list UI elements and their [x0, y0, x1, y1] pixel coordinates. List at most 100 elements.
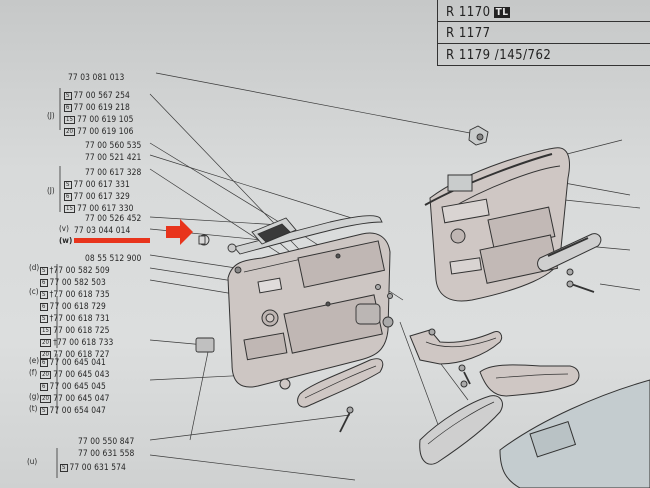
part-number-text: 77 00 521 421: [85, 152, 142, 162]
part-number-text: 77 00 645 041: [49, 357, 106, 367]
group-tag-v: (v): [59, 224, 69, 233]
part-number-text: 77 00 618 735: [53, 289, 110, 299]
group-tag-g: (g): [29, 392, 40, 401]
variant-badge: 20: [40, 371, 52, 379]
part-number-entry: S†77 00 582 509: [40, 265, 110, 275]
right-door-panel: [424, 147, 570, 302]
group-tag-t: (t): [29, 404, 38, 413]
part-number-text: 77 00 618 731: [53, 313, 110, 323]
part-number-text: 77 03 081 013: [68, 72, 125, 82]
highlight-underline: [74, 238, 150, 243]
part-number-text: 77 00 560 535: [85, 140, 142, 150]
group-tag-c: (c): [29, 287, 39, 296]
lower-door-panel: [499, 379, 650, 488]
variant-badge: 15: [64, 116, 76, 124]
dagger-mark: †: [49, 265, 54, 275]
part-number-entry: 77 00 550 847: [78, 436, 134, 446]
variant-badge: S: [40, 291, 48, 299]
part-number-text: 77 00 619 218: [73, 102, 130, 112]
variant-badge: 6: [64, 193, 72, 201]
group-brackets: [56, 88, 61, 478]
part-number-text: 77 00 582 509: [53, 265, 110, 275]
part-number-text: 77 00 618 729: [49, 301, 106, 311]
part-number-entry: 08 55 512 900: [85, 253, 141, 263]
part-number-entry: 77 03 081 013: [68, 72, 124, 82]
dagger-mark: †: [49, 313, 54, 323]
part-number-entry: 77 00 526 452: [85, 213, 141, 223]
tl-badge: TL: [493, 7, 511, 18]
part-number-text: 08 55 512 900: [85, 253, 142, 263]
part-number-text: 77 00 645 043: [53, 369, 110, 379]
variant-badge: 6: [40, 279, 48, 287]
part-number-text: 77 00 617 329: [73, 191, 130, 201]
dome-light-part: [468, 125, 489, 146]
part-number-text: 77 00 526 452: [85, 213, 142, 223]
variant-badge: 6: [40, 359, 48, 367]
part-number-entry: 77 00 631 558: [78, 448, 134, 458]
group-tag-e: (e): [29, 356, 40, 365]
highlight-arrow: [166, 219, 193, 245]
variant-badge: 20: [40, 339, 52, 347]
variant-badge: 20: [64, 128, 76, 136]
dagger-mark: †: [53, 337, 57, 347]
header-divider: [437, 21, 650, 22]
group-tag-j: (J): [47, 186, 55, 195]
part-number-entry: S†77 00 618 735: [40, 289, 110, 299]
header-divider: [437, 43, 650, 44]
door-tray-part: [419, 395, 503, 465]
variant-badge: 6: [40, 303, 48, 311]
part-number-text: 77 00 631 558: [78, 448, 135, 458]
variant-badge: 6: [40, 383, 48, 391]
group-tag-u: (u): [27, 457, 38, 466]
screw-parts: [339, 268, 595, 433]
part-number-text: 77 00 617 330: [77, 203, 134, 213]
variant-badge: S: [64, 181, 72, 189]
part-number-text: 77 00 619 105: [77, 114, 134, 124]
part-number-text: 77 00 617 328: [85, 167, 142, 177]
group-tag-d: (d): [29, 263, 40, 272]
model-row-3: R 1179 /145/762: [446, 48, 552, 63]
group-tag-w: (w): [59, 236, 73, 245]
variant-badge: 15: [40, 327, 52, 335]
part-number-text: 77 00 654 047: [49, 405, 106, 415]
variant-badge: 20: [40, 395, 52, 403]
variant-badge: S: [40, 315, 48, 323]
part-number-text: 77 00 645 047: [53, 393, 110, 403]
part-number-entry: 77 00 560 535: [85, 140, 141, 150]
group-tag-f: (f): [29, 368, 38, 377]
group-tag-j: (J): [47, 111, 55, 120]
part-number-text: 77 00 618 725: [53, 325, 110, 335]
part-number-text: 77 00 582 503: [49, 277, 106, 287]
variant-badge: 15: [64, 205, 76, 213]
window-seal-strip: [233, 215, 383, 255]
part-number-text: 77 00 567 254: [73, 90, 130, 100]
variant-badge: S: [60, 464, 68, 472]
part-number-entry: 20†77 00 618 733: [40, 337, 113, 347]
part-number-entry: 77 03 044 014: [74, 225, 130, 235]
part-number-entry: 77 00 521 421: [85, 152, 141, 162]
part-number-text: 77 00 618 733: [56, 337, 114, 347]
part-number-text: 77 00 631 574: [69, 462, 126, 472]
part-number-text: 77 00 619 106: [77, 126, 134, 136]
interior-light-part: [537, 233, 602, 272]
variant-badge: 20: [40, 351, 52, 359]
window-crank-part: [251, 217, 297, 245]
clip-parts: [195, 234, 394, 353]
header-divider: [437, 65, 650, 66]
part-number-text: 77 00 550 847: [78, 436, 135, 446]
